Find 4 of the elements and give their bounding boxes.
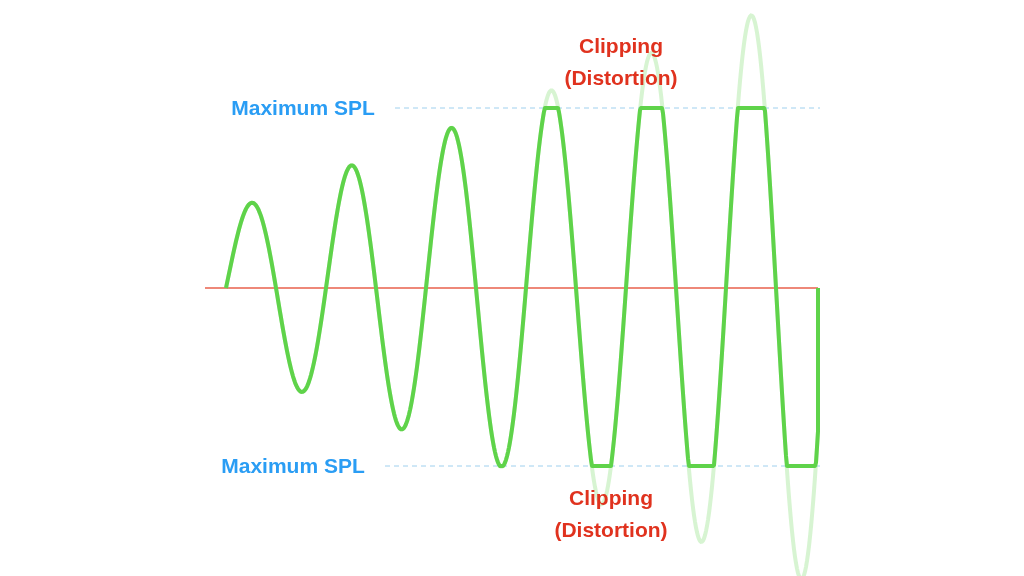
clipping-label: Clipping (Distortion) [563, 33, 679, 91]
clipping-label: Clipping (Distortion) [553, 485, 669, 543]
maximum-level-label: Maximum SPL [230, 95, 376, 121]
maximum-level-label: Maximum SPL [220, 453, 366, 479]
